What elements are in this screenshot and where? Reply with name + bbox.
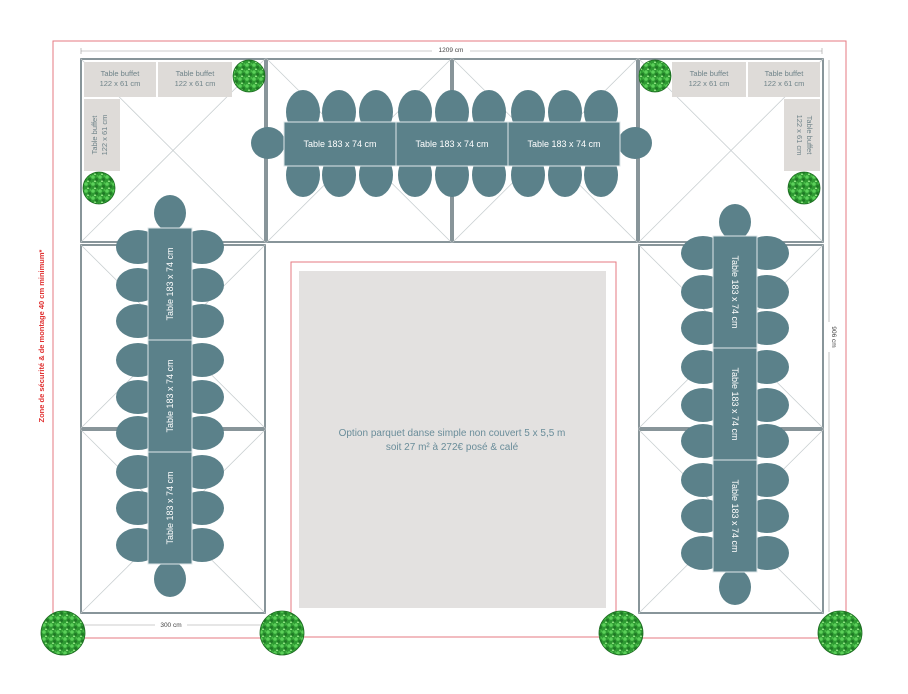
table-label: Table 183 x 74 cm <box>730 479 740 552</box>
table-label: Table 183 x 74 cm <box>415 139 488 149</box>
buffet-table <box>84 99 120 171</box>
chair <box>154 195 186 231</box>
banquet-table <box>395 121 509 167</box>
table-label: Table 183 x 74 cm <box>303 139 376 149</box>
chair <box>618 127 652 159</box>
buffet-table <box>784 99 820 171</box>
buffet-group-right: Table buffet 122 x 61 cm Table buffet 12… <box>672 62 820 171</box>
buffet-table <box>84 62 156 97</box>
svg-text:Table buffet: Table buffet <box>101 69 141 78</box>
dance-floor: Option parquet danse simple non couvert … <box>299 271 606 608</box>
svg-text:122 x 61 cm: 122 x 61 cm <box>764 79 805 88</box>
shrub-icon <box>259 610 305 656</box>
buffet-table <box>748 62 820 97</box>
svg-text:Table buffet: Table buffet <box>765 69 805 78</box>
table-label: Table 183 x 74 cm <box>165 471 175 544</box>
shrub-icon <box>817 610 863 656</box>
shrub-icon <box>82 171 116 205</box>
shrub-icon <box>638 59 672 93</box>
banquet-table <box>507 121 621 167</box>
shrub-icon <box>598 610 644 656</box>
svg-text:Table buffet: Table buffet <box>690 69 730 78</box>
buffet-group-left: Table buffet 122 x 61 cm Table buffet 12… <box>84 62 232 171</box>
chair <box>251 127 285 159</box>
width-dimension: 1209 cm <box>80 45 823 55</box>
tent-width-dimension: 300 cm <box>81 620 264 630</box>
shrub-icon <box>787 171 821 205</box>
table-label: Table 183 x 74 cm <box>730 255 740 328</box>
shrub-icon <box>232 59 266 93</box>
right-table-column: Table 183 x 74 cm Table 183 x 74 cm Tabl… <box>681 204 789 605</box>
table-label: Table 183 x 74 cm <box>527 139 600 149</box>
table-label: Table 183 x 74 cm <box>730 367 740 440</box>
svg-text:122 x 61 cm: 122 x 61 cm <box>100 79 141 88</box>
chair <box>719 569 751 605</box>
shrubs <box>40 59 863 656</box>
left-table-column: Table 183 x 74 cm Table 183 x 74 cm Tabl… <box>116 195 224 597</box>
svg-text:122 x 61 cm: 122 x 61 cm <box>795 115 804 156</box>
buffet-table <box>158 62 232 97</box>
top-table-row: Table 183 x 74 cm Table 183 x 74 cm Tabl… <box>251 90 652 197</box>
banquet-table <box>147 339 193 453</box>
svg-text:Table buffet: Table buffet <box>805 116 814 156</box>
svg-text:Table buffet: Table buffet <box>90 115 99 155</box>
chair <box>154 561 186 597</box>
table-label: Table 183 x 74 cm <box>165 247 175 320</box>
dance-floor-line2: soit 27 m² à 272€ posé & calé <box>386 442 519 453</box>
svg-text:122 x 61 cm: 122 x 61 cm <box>175 79 216 88</box>
svg-text:122 x 61 cm: 122 x 61 cm <box>689 79 730 88</box>
height-dimension: 906 cm <box>823 60 837 612</box>
tent-width-label: 300 cm <box>160 622 181 629</box>
buffet-table <box>672 62 746 97</box>
banquet-table <box>147 451 193 565</box>
dance-floor-line1: Option parquet danse simple non couvert … <box>339 428 566 439</box>
shrub-icon <box>40 610 86 656</box>
safety-zone-label: Zone de sécurité & de montage 40 cm mini… <box>37 249 46 422</box>
banquet-table <box>712 459 758 573</box>
height-label: 906 cm <box>830 326 837 347</box>
banquet-table <box>147 227 193 341</box>
table-label: Table 183 x 74 cm <box>165 359 175 432</box>
safety-zone-inner <box>290 261 617 638</box>
svg-text:122 x 61 cm: 122 x 61 cm <box>100 115 109 156</box>
banquet-table <box>283 121 397 167</box>
width-label: 1209 cm <box>439 47 464 54</box>
svg-text:Table buffet: Table buffet <box>176 69 216 78</box>
chair <box>719 204 751 240</box>
banquet-table <box>712 347 758 461</box>
